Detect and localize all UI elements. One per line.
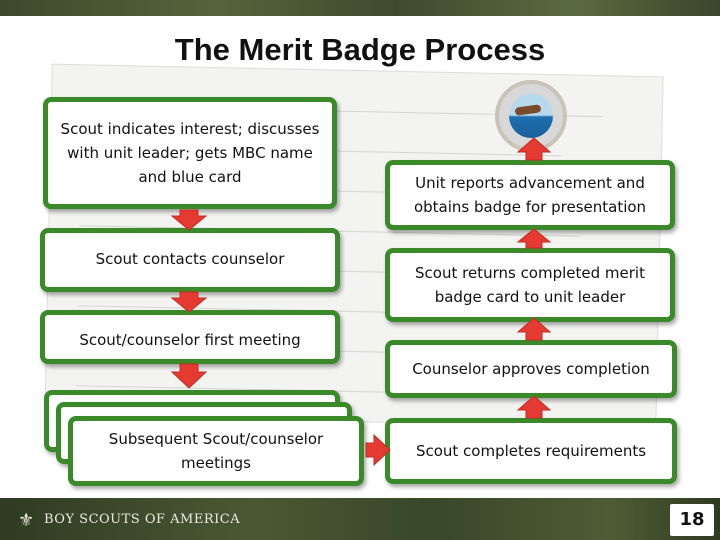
step-unit-reports-label: Unit reports advancement and obtains bad…	[395, 171, 665, 219]
step-contacts-counselor-label: Scout contacts counselor	[96, 247, 285, 271]
step-counselor-approves-label: Counselor approves completion	[412, 357, 650, 381]
step-scout-returns-card: Scout returns completed merit badge card…	[385, 248, 675, 322]
page-number: 18	[670, 504, 714, 536]
top-band	[0, 0, 720, 16]
step-first-meeting-label: Scout/counselor first meeting	[79, 328, 300, 352]
slide-title: The Merit Badge Process	[0, 32, 720, 68]
merit-badge-image	[495, 80, 567, 152]
step-interest: Scout indicates interest; discusses with…	[43, 97, 337, 209]
step-scout-returns-card-label: Scout returns completed merit badge card…	[395, 261, 665, 309]
step-first-meeting: Scout/counselor first meeting	[40, 310, 340, 364]
step-scout-completes: Scout completes requirements	[385, 418, 677, 484]
step-contacts-counselor: Scout contacts counselor	[40, 228, 340, 292]
step-counselor-approves: Counselor approves completion	[385, 340, 677, 398]
fleur-de-lis-icon: ⚜	[18, 510, 40, 532]
step-interest-label: Scout indicates interest; discusses with…	[60, 117, 320, 189]
step-scout-completes-label: Scout completes requirements	[416, 439, 646, 463]
step-subsequent-meetings-label: Subsequent Scout/counselor meetings	[96, 427, 336, 475]
footer-brand: BOY SCOUTS OF AMERICA	[44, 512, 240, 527]
step-unit-reports: Unit reports advancement and obtains bad…	[385, 160, 675, 230]
step-subsequent-meetings: Subsequent Scout/counselor meetings	[68, 416, 364, 486]
